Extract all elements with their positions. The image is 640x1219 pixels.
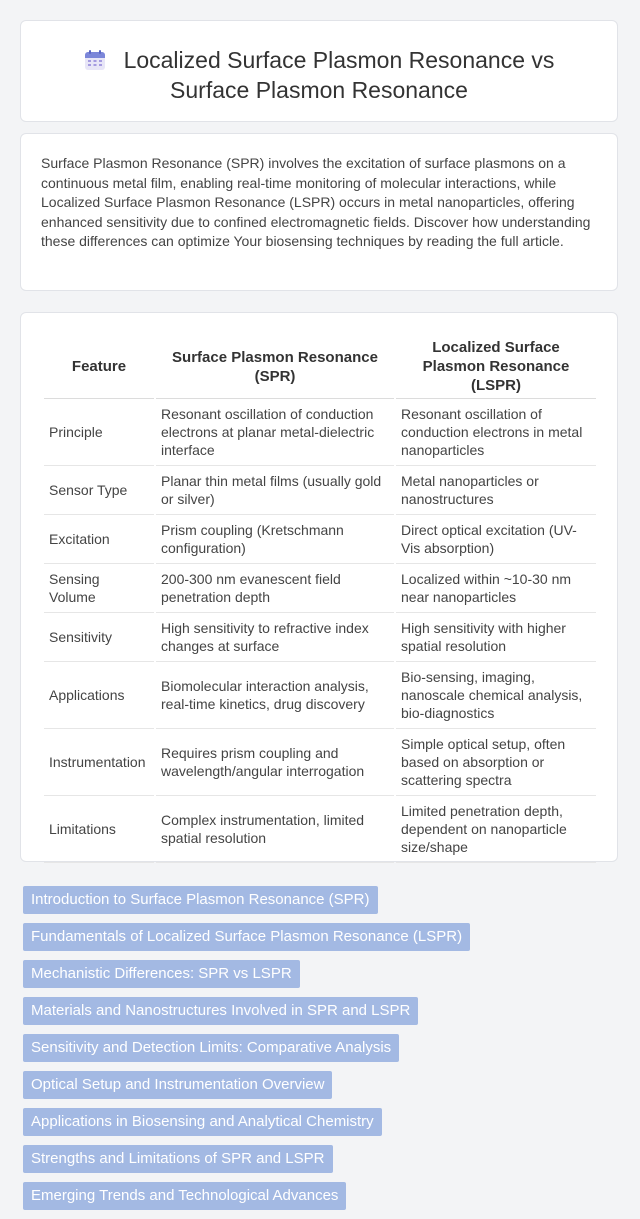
table-header-row: Feature Surface Plasmon Resonance (SPR) … [44, 335, 596, 399]
intro-card: Surface Plasmon Resonance (SPR) involves… [20, 133, 618, 291]
cell-lspr: Simple optical setup, often based on abs… [396, 729, 596, 796]
cell-feature: Sensitivity [44, 613, 154, 662]
cell-spr: High sensitivity to refractive index cha… [156, 613, 394, 662]
cell-spr: 200-300 nm evanescent field penetration … [156, 564, 394, 613]
cell-spr: Resonant oscillation of conduction elect… [156, 399, 394, 466]
topic-link[interactable]: Fundamentals of Localized Surface Plasmo… [23, 923, 471, 951]
topic-link[interactable]: Emerging Trends and Technological Advanc… [23, 1182, 347, 1210]
cell-lspr: Bio-sensing, imaging, nanoscale chemical… [396, 662, 596, 729]
cell-lspr: Limited penetration depth, dependent on … [396, 796, 596, 863]
cell-feature: Excitation [44, 515, 154, 564]
topic-link[interactable]: Sensitivity and Detection Limits: Compar… [23, 1034, 400, 1062]
topic-link[interactable]: Applications in Biosensing and Analytica… [23, 1108, 382, 1136]
header-card: Localized Surface Plasmon Resonance vs S… [20, 20, 618, 122]
cell-feature: Sensor Type [44, 466, 154, 515]
page-title: Localized Surface Plasmon Resonance vs S… [21, 45, 617, 105]
header-feature: Feature [44, 335, 154, 399]
cell-feature: Instrumentation [44, 729, 154, 796]
topic-link[interactable]: Materials and Nanostructures Involved in… [23, 997, 419, 1025]
cell-lspr: High sensitivity with higher spatial res… [396, 613, 596, 662]
topic-link[interactable]: Strengths and Limitations of SPR and LSP… [23, 1145, 333, 1173]
title-line-2: Surface Plasmon Resonance [170, 77, 468, 103]
title-line-1: Localized Surface Plasmon Resonance vs [123, 47, 555, 73]
header-lspr: Localized Surface Plasmon Resonance (LSP… [396, 335, 596, 399]
topic-link[interactable]: Optical Setup and Instrumentation Overvi… [23, 1071, 333, 1099]
topic-link[interactable]: Introduction to Surface Plasmon Resonanc… [23, 886, 378, 914]
header-spr: Surface Plasmon Resonance (SPR) [156, 335, 394, 399]
cell-spr: Requires prism coupling and wavelength/a… [156, 729, 394, 796]
cell-spr: Biomolecular interaction analysis, real-… [156, 662, 394, 729]
comparison-table: Feature Surface Plasmon Resonance (SPR) … [42, 335, 598, 863]
comparison-card: Feature Surface Plasmon Resonance (SPR) … [20, 312, 618, 863]
cell-lspr: Localized within ~10-30 nm near nanopart… [396, 564, 596, 613]
cell-spr: Prism coupling (Kretschmann configuratio… [156, 515, 394, 564]
cell-spr: Complex instrumentation, limited spatial… [156, 796, 394, 863]
intro-paragraph: Surface Plasmon Resonance (SPR) involves… [41, 155, 591, 250]
calendar-icon [84, 50, 105, 70]
related-links: Introduction to Surface Plasmon Resonanc… [23, 886, 623, 1219]
topic-link[interactable]: Mechanistic Differences: SPR vs LSPR [23, 960, 300, 988]
cell-lspr: Resonant oscillation of conduction elect… [396, 399, 596, 466]
cell-spr: Planar thin metal films (usually gold or… [156, 466, 394, 515]
cell-lspr: Metal nanoparticles or nanostructures [396, 466, 596, 515]
cell-lspr: Direct optical excitation (UV-Vis absorp… [396, 515, 596, 564]
cell-feature: Sensing Volume [44, 564, 154, 613]
cell-feature: Applications [44, 662, 154, 729]
cell-feature: Principle [44, 399, 154, 466]
cell-feature: Limitations [44, 796, 154, 863]
